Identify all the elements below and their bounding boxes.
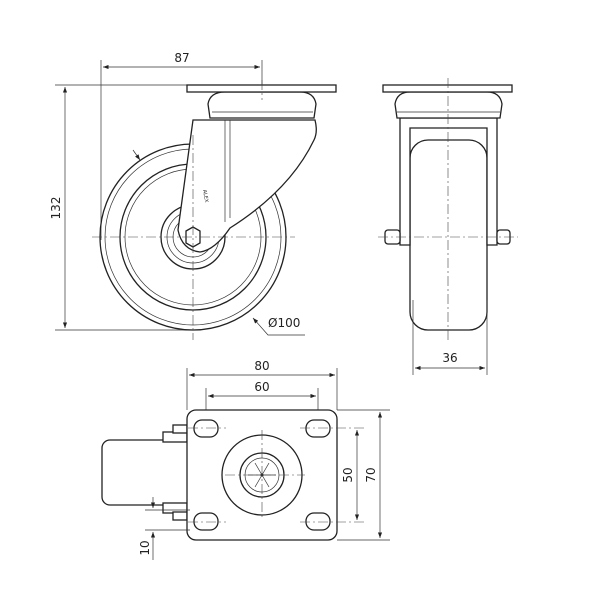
- side-view: 36: [378, 78, 518, 375]
- swivel-head: [207, 91, 317, 119]
- dim-132-label: 132: [49, 197, 63, 220]
- wheel-top: [101, 439, 193, 506]
- swivel-head-side: [394, 91, 503, 119]
- dim-50-label: 50: [341, 467, 355, 482]
- fork-bracket: [177, 119, 317, 253]
- dim-70-label: 70: [364, 467, 378, 482]
- dim-87-label: 87: [174, 51, 189, 65]
- dim-10-label: 10: [138, 540, 152, 555]
- dim-60-label: 60: [254, 380, 269, 394]
- dim-diameter-label: Ø100: [268, 316, 300, 330]
- logo: ALEX: [201, 189, 209, 203]
- dim-36-label: 36: [442, 351, 457, 365]
- wheel-side: [409, 139, 488, 331]
- top-plate-side: [382, 84, 513, 93]
- dim-80-label: 80: [254, 359, 269, 373]
- top-plate: [186, 84, 337, 93]
- fork-side: [399, 117, 498, 246]
- mounting-holes: [193, 419, 331, 531]
- top-view: 80 60 50: [101, 359, 390, 560]
- front-view: 87 132 ALEX Ø100: [49, 51, 337, 340]
- dimension-diameter: [252, 317, 305, 336]
